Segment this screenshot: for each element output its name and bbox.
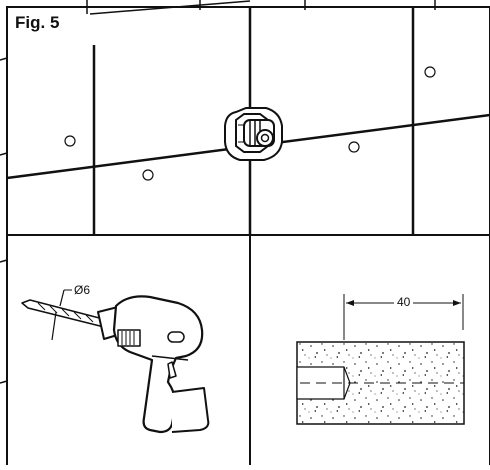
drill-bit-diameter-label: Ø6: [74, 283, 91, 297]
anchor-bolt-icon: [224, 107, 283, 161]
dimension-arrow-left: [346, 300, 354, 306]
tile-joint: [89, 0, 251, 15]
top-panel-frame: [6, 6, 490, 236]
hole-depth-label: 40: [394, 295, 414, 309]
mounting-hole: [142, 169, 154, 181]
mounting-hole: [64, 135, 76, 147]
mounting-hole: [348, 141, 360, 153]
mounting-hole: [424, 66, 436, 78]
bottom-panels: [0, 57, 490, 465]
drill-icon: [21, 289, 210, 434]
drill-bit-icon: [21, 299, 108, 328]
dimension-arrow-right: [453, 300, 461, 306]
figure-label: Fig. 5: [13, 13, 62, 33]
concrete-section-icon: [296, 294, 465, 425]
top-panel: [6, 0, 490, 236]
